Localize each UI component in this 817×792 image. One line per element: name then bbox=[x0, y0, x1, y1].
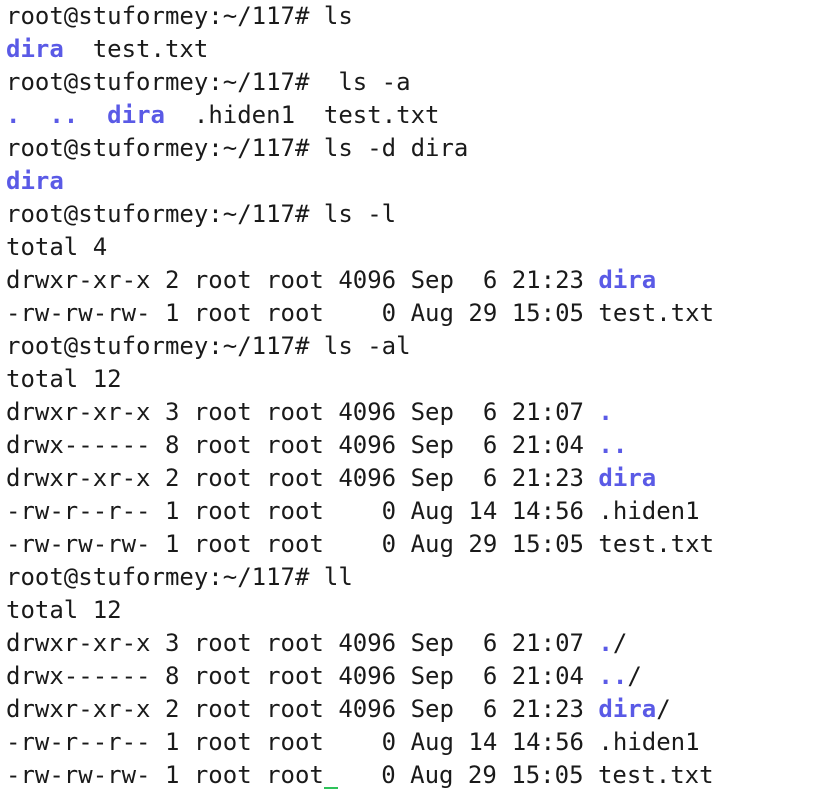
directory-name: . bbox=[598, 629, 613, 657]
terminal-text: drwxr-xr-x 3 root root 4096 Sep 6 21:07 bbox=[6, 398, 599, 426]
directory-name: dira bbox=[598, 266, 657, 294]
terminal-text: -rw-rw-rw- 1 root root bbox=[6, 761, 324, 789]
terminal-line: drwxr-xr-x 2 root root 4096 Sep 6 21:23 … bbox=[6, 693, 817, 726]
terminal-line: dira bbox=[6, 165, 817, 198]
terminal-line: root@stuformey:~/117# ls -a bbox=[6, 66, 817, 99]
directory-name: dira bbox=[598, 464, 657, 492]
terminal-text: -rw-rw-rw- 1 root root 0 Aug 29 15:05 te… bbox=[6, 530, 715, 558]
terminal-text: root@stuformey:~/117# ls -al bbox=[6, 332, 411, 360]
terminal-text bbox=[78, 101, 107, 129]
terminal-line: total 12 bbox=[6, 363, 817, 396]
terminal-line: drwx------ 8 root root 4096 Sep 6 21:04 … bbox=[6, 429, 817, 462]
terminal-line: root@stuformey:~/117# ll bbox=[6, 561, 817, 594]
terminal-text: drwxr-xr-x 3 root root 4096 Sep 6 21:07 bbox=[6, 629, 599, 657]
directory-name: dira bbox=[6, 167, 64, 195]
terminal-line: drwxr-xr-x 2 root root 4096 Sep 6 21:23 … bbox=[6, 264, 817, 297]
terminal-text: drwx------ 8 root root 4096 Sep 6 21:04 bbox=[6, 431, 599, 459]
terminal-text bbox=[20, 101, 49, 129]
text-cursor bbox=[323, 787, 338, 789]
terminal-text: 0 Aug 29 15:05 test.txt bbox=[337, 761, 714, 789]
terminal-line: drwxr-xr-x 2 root root 4096 Sep 6 21:23 … bbox=[6, 462, 817, 495]
terminal-text: drwxr-xr-x 2 root root 4096 Sep 6 21:23 bbox=[6, 464, 599, 492]
terminal-text: total 12 bbox=[6, 365, 122, 393]
terminal-text: -rw-rw-rw- 1 root root 0 Aug 29 15:05 te… bbox=[6, 299, 715, 327]
terminal-line: root@stuformey:~/117# ls bbox=[6, 0, 817, 33]
terminal-line: -rw-rw-rw- 1 root root 0 Aug 29 15:05 te… bbox=[6, 528, 817, 561]
directory-name: dira bbox=[107, 101, 165, 129]
directory-name: dira bbox=[598, 695, 657, 723]
terminal-line: -rw-rw-rw- 1 root root 0 Aug 29 15:05 te… bbox=[6, 297, 817, 330]
terminal-text: / bbox=[627, 662, 642, 690]
terminal-text: total 4 bbox=[6, 233, 108, 261]
directory-name: . bbox=[6, 101, 21, 129]
terminal-line: root@stuformey:~/117# ls -d dira bbox=[6, 132, 817, 165]
terminal-line: -rw-r--r-- 1 root root 0 Aug 14 14:56 .h… bbox=[6, 495, 817, 528]
terminal-text: drwxr-xr-x 2 root root 4096 Sep 6 21:23 bbox=[6, 695, 599, 723]
terminal-line: root@stuformey:~/117# ls -al bbox=[6, 330, 817, 363]
terminal-line: drwxr-xr-x 3 root root 4096 Sep 6 21:07 … bbox=[6, 396, 817, 429]
terminal-text: / bbox=[656, 695, 671, 723]
terminal-line: root@stuformey:~/117# ls -l bbox=[6, 198, 817, 231]
terminal-text: .hiden1 test.txt bbox=[164, 101, 440, 129]
terminal-text: -rw-r--r-- 1 root root 0 Aug 14 14:56 .h… bbox=[6, 728, 700, 756]
terminal-text: -rw-r--r-- 1 root root 0 Aug 14 14:56 .h… bbox=[6, 497, 700, 525]
terminal-line: drwxr-xr-x 3 root root 4096 Sep 6 21:07 … bbox=[6, 627, 817, 660]
terminal-text: drwx------ 8 root root 4096 Sep 6 21:04 bbox=[6, 662, 599, 690]
terminal-text: root@stuformey:~/117# ls bbox=[6, 2, 353, 30]
terminal-line: -rw-r--r-- 1 root root 0 Aug 14 14:56 .h… bbox=[6, 726, 817, 759]
terminal-line: drwx------ 8 root root 4096 Sep 6 21:04 … bbox=[6, 660, 817, 693]
terminal-line: -rw-rw-rw- 1 root root 0 Aug 29 15:05 te… bbox=[6, 759, 817, 792]
directory-name: .. bbox=[598, 431, 628, 459]
terminal-line: total 12 bbox=[6, 594, 817, 627]
directory-name: .. bbox=[49, 101, 79, 129]
terminal-line: dira test.txt bbox=[6, 33, 817, 66]
terminal-text: total 12 bbox=[6, 596, 122, 624]
directory-name: . bbox=[598, 398, 613, 426]
terminal-text: root@stuformey:~/117# ls -l bbox=[6, 200, 397, 228]
terminal-line: . .. dira .hiden1 test.txt bbox=[6, 99, 817, 132]
directory-name: .. bbox=[598, 662, 628, 690]
terminal-text: test.txt bbox=[63, 35, 209, 63]
terminal-text: root@stuformey:~/117# ll bbox=[6, 563, 353, 591]
terminal-text: drwxr-xr-x 2 root root 4096 Sep 6 21:23 bbox=[6, 266, 599, 294]
terminal-text: root@stuformey:~/117# ls -a bbox=[6, 68, 411, 96]
directory-name: dira bbox=[6, 35, 64, 63]
terminal-line: total 4 bbox=[6, 231, 817, 264]
terminal-text: root@stuformey:~/117# ls -d dira bbox=[6, 134, 469, 162]
terminal-text: / bbox=[612, 629, 628, 657]
